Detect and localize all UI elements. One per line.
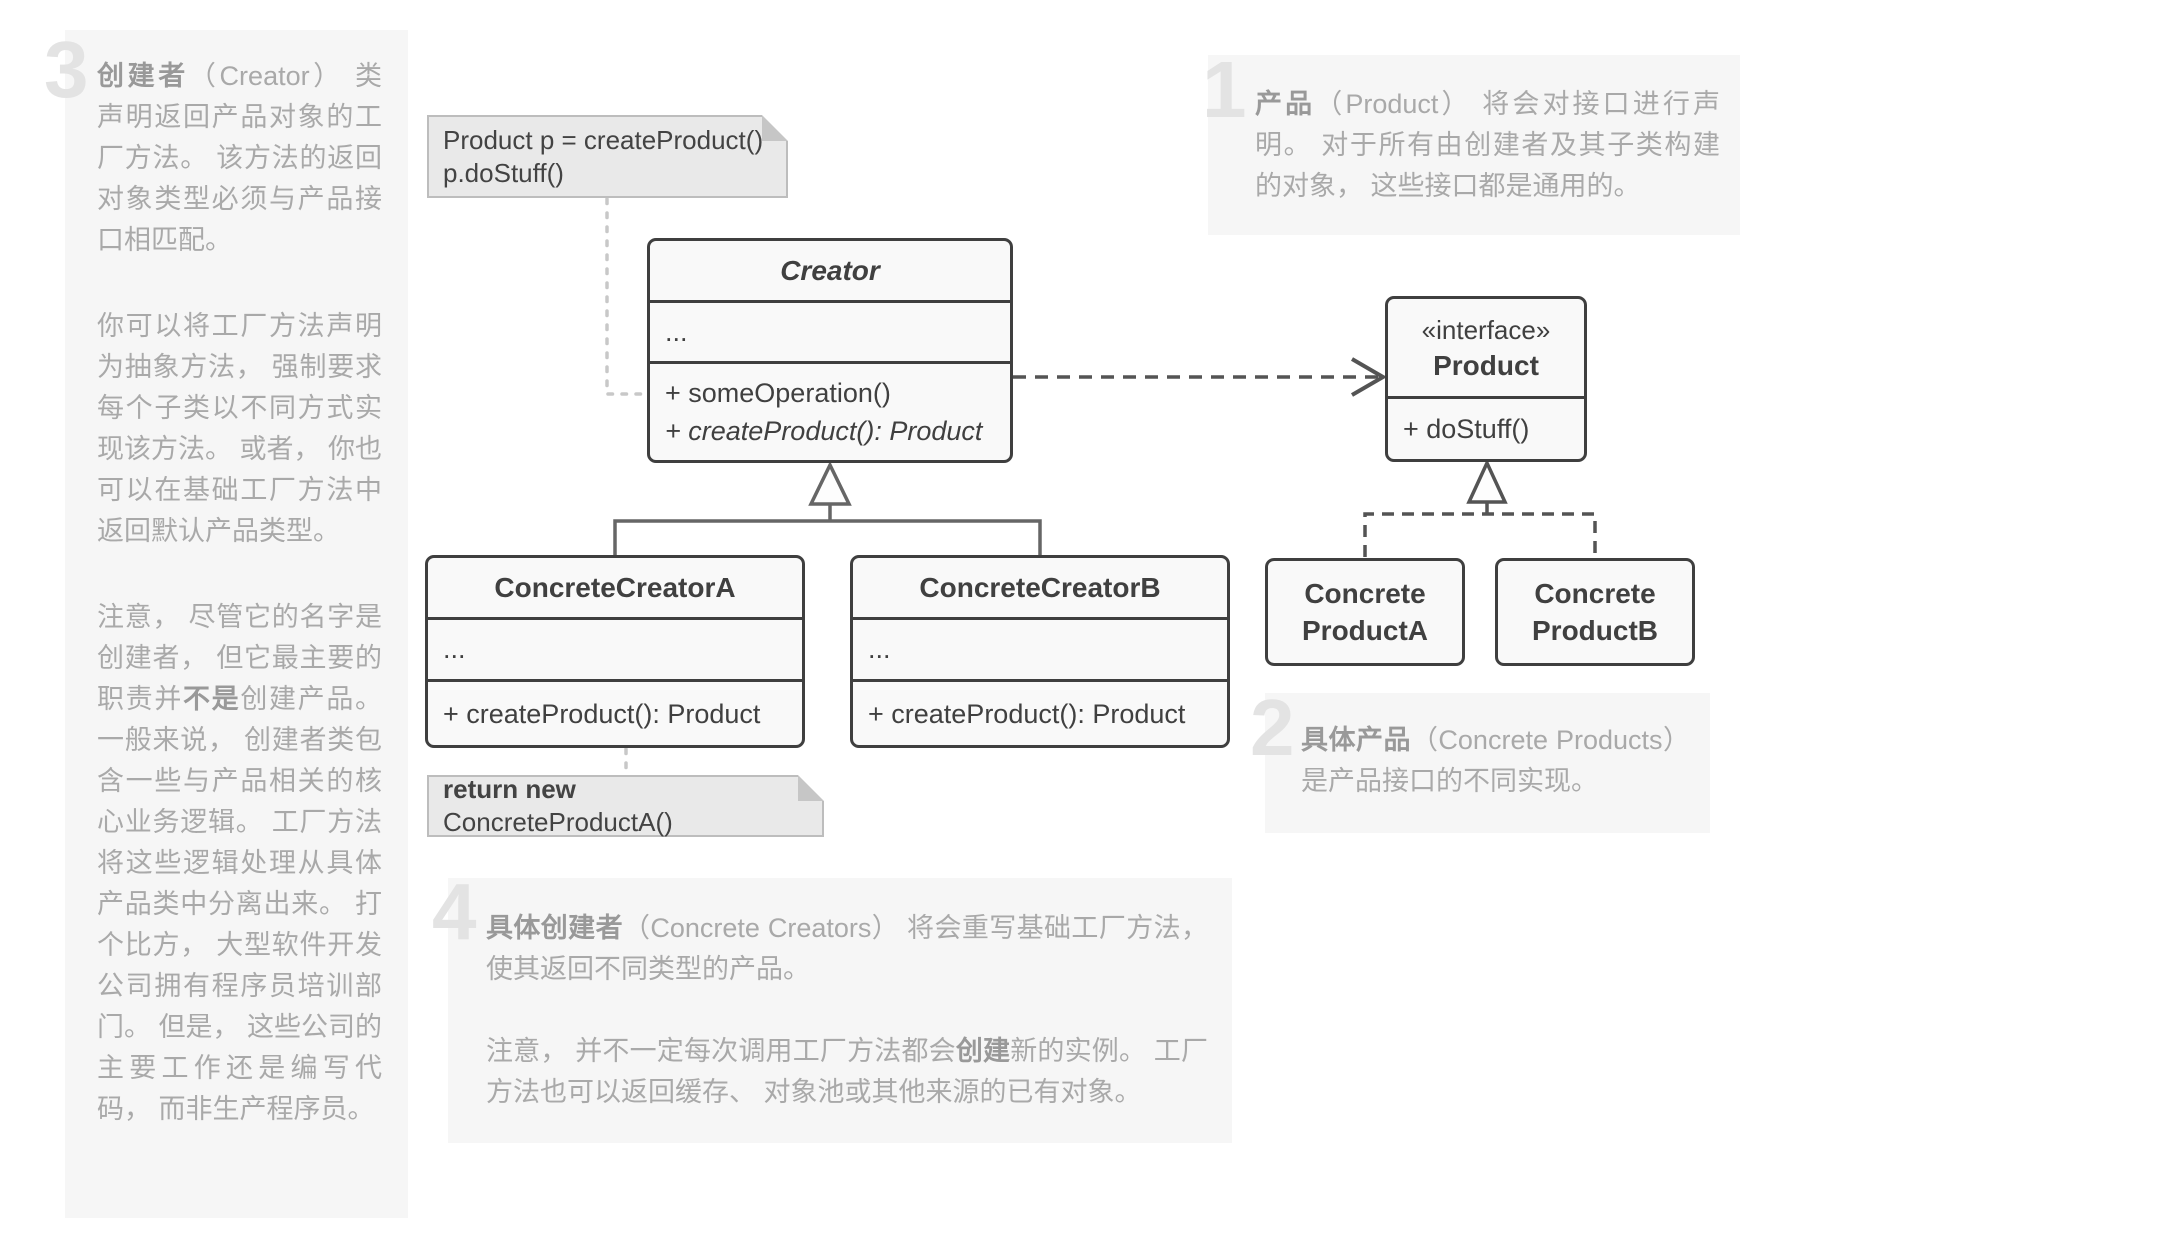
annotation-product-p1: 产品（Product） 将会对接口进行声明。 对于所有由创建者及其子类构建的对象…: [1255, 89, 1721, 201]
dependency-arrowhead-icon: [1350, 357, 1387, 397]
return-new-text: return new ConcreteProductA(): [443, 774, 673, 837]
annotation-concrete-creators-p1: 具体创建者（Concrete Creators） 将会重写基础工厂方法， 使其返…: [486, 913, 1209, 984]
class-concrete-product-a-title: Concrete ProductA: [1302, 578, 1428, 646]
interface-product-name: Product: [1433, 349, 1539, 381]
interface-product-title: «interface» Product: [1388, 299, 1584, 396]
interface-product: «interface» Product + doStuff(): [1385, 296, 1587, 462]
client-code-line1: Product p = createProduct(): [443, 124, 764, 155]
method-create-product-b: + createProduct(): Product: [868, 698, 1186, 729]
client-code-note: Product p = createProduct() p.doStuff(): [427, 115, 788, 198]
class-concrete-creator-a-methods: + createProduct(): Product: [428, 679, 802, 745]
class-concrete-product-b-title: Concrete ProductB: [1532, 578, 1658, 646]
note-fold-icon: [798, 775, 824, 801]
annotation-concrete-products: 具体产品（Concrete Products） 是产品接口的不同实现。: [1265, 693, 1710, 833]
class-creator-methods: + someOperation() + createProduct(): Pro…: [650, 361, 1010, 460]
interface-product-methods: + doStuff(): [1388, 396, 1584, 459]
interface-stereotype: «interface»: [1421, 314, 1551, 345]
method-some-operation: + someOperation(): [665, 378, 891, 408]
realization-lines: [1363, 503, 1597, 557]
note-to-creator-dashed-line: [605, 197, 645, 396]
annotation-creator-p1: 创建者（Creator） 类声明返回产品对象的工厂方法。 该方法的返回对象类型必…: [97, 61, 382, 255]
class-concrete-creator-a-attributes: ...: [428, 617, 802, 679]
annotation-number-3: 3: [44, 25, 89, 114]
inheritance-lines: [613, 505, 1042, 556]
annotation-product: 产品（Product） 将会对接口进行声明。 对于所有由创建者及其子类构建的对象…: [1208, 55, 1740, 235]
annotation-number-2: 2: [1250, 683, 1295, 772]
class-concrete-creator-b: ConcreteCreatorB ... + createProduct(): …: [850, 555, 1230, 748]
return-new-note: return new ConcreteProductA(): [427, 774, 824, 837]
annotation-number-4: 4: [432, 867, 477, 956]
note-fold-icon: [762, 115, 788, 141]
method-create-product-a: + createProduct(): Product: [443, 698, 761, 729]
class-concrete-product-b: Concrete ProductB: [1495, 558, 1695, 666]
term-creator: 创建者: [97, 61, 189, 91]
class-concrete-creator-b-attributes: ...: [853, 617, 1227, 679]
annotation-concrete-products-p1: 具体产品（Concrete Products） 是产品接口的不同实现。: [1301, 725, 1690, 796]
method-create-product-abstract: + createProduct(): Product: [665, 416, 983, 446]
term-concrete-creators: 具体创建者: [486, 913, 623, 943]
annotation-concrete-creators: 具体创建者（Concrete Creators） 将会重写基础工厂方法， 使其返…: [448, 878, 1232, 1143]
annotation-creator-p3: 注意， 尽管它的名字是创建者， 但它最主要的职责并不是创建产品。 一般来说， 创…: [97, 602, 383, 1124]
class-creator-title: Creator: [780, 254, 880, 286]
term-concrete-products: 具体产品: [1301, 725, 1411, 755]
annotation-number-1: 1: [1202, 45, 1247, 134]
class-creator: Creator ... + someOperation() + createPr…: [647, 238, 1013, 463]
annotation-creator-p2: 你可以将工厂方法声明为抽象方法， 强制要求每个子类以不同方式实现该方法。 或者，…: [97, 311, 383, 546]
class-concrete-creator-a-title: ConcreteCreatorA: [494, 571, 736, 603]
client-code-line2: p.doStuff(): [443, 157, 564, 188]
class-concrete-creator-b-methods: + createProduct(): Product: [853, 679, 1227, 745]
class-creator-attributes: ...: [650, 300, 1010, 361]
inheritance-triangle-icon: [808, 461, 852, 506]
method-do-stuff: + doStuff(): [1403, 414, 1530, 444]
class-concrete-creator-a: ConcreteCreatorA ... + createProduct(): …: [425, 555, 805, 748]
class-concrete-product-a: Concrete ProductA: [1265, 558, 1465, 666]
class-concrete-creator-b-title: ConcreteCreatorB: [919, 571, 1161, 603]
realization-triangle-icon: [1466, 458, 1508, 504]
annotation-concrete-creators-p2: 注意， 并不一定每次调用工厂方法都会创建新的实例。 工厂方法也可以返回缓存、 对…: [486, 1036, 1208, 1107]
term-product: 产品: [1255, 89, 1316, 119]
annotation-creator: 创建者（Creator） 类声明返回产品对象的工厂方法。 该方法的返回对象类型必…: [65, 30, 408, 1218]
